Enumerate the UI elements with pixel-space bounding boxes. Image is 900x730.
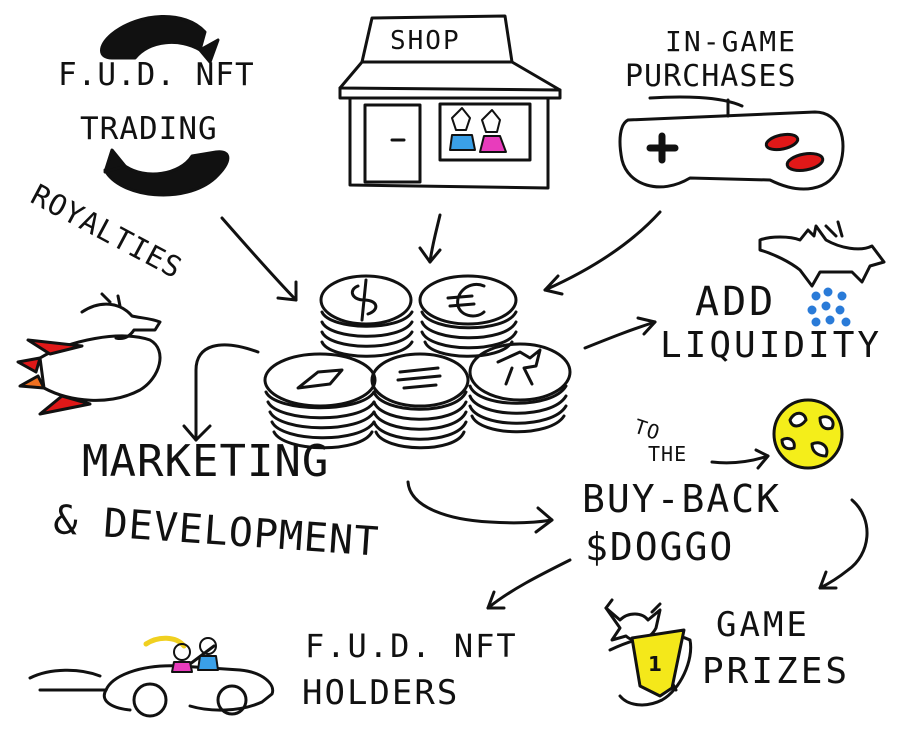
coin-stack-lines — [370, 352, 470, 450]
shop-label: SHOP — [390, 26, 461, 56]
coin-stack-dollar — [319, 274, 414, 358]
shop-icon — [338, 14, 562, 190]
game-controller-icon — [618, 95, 845, 191]
fud-nft-trading-label-line2: TRADING — [80, 111, 218, 147]
dog-icon — [758, 220, 886, 288]
arrow-buyback-to-prizes — [818, 498, 869, 590]
coin-stack-euro — [418, 274, 518, 358]
doggo-token-label: $DOGGO — [585, 525, 735, 569]
marketing-label: MARKETING — [82, 436, 330, 487]
fud-nft-trading-label-line1: F.U.D. NFT — [58, 57, 255, 93]
purchases-label: PURCHASES — [625, 59, 797, 94]
fud-nft-holders-label-line2: HOLDERS — [302, 673, 460, 713]
coin-stack-dog — [468, 342, 572, 434]
arrow-coins-to-marketing — [182, 343, 260, 442]
add-label: ADD — [695, 279, 777, 325]
arrow-to-the-moon — [710, 448, 770, 470]
fud-nft-holders-label-line1: F.U.D. NFT — [305, 627, 518, 665]
the-label: THE — [648, 442, 688, 466]
arrow-coins-to-liquidity — [583, 316, 657, 350]
convertible-car-icon — [28, 635, 275, 718]
medal-icon — [630, 628, 686, 698]
liquidity-label: LIQUIDITY — [660, 325, 883, 366]
medal-number: 1 — [648, 652, 662, 676]
car-passengers-icon — [143, 635, 219, 673]
arrow-coins-to-buyback — [406, 480, 554, 534]
shop-dogs-icon — [449, 107, 507, 153]
water-drops-icon — [807, 287, 851, 327]
arrow-trading-to-coins — [220, 216, 298, 302]
arrow-buyback-to-holders — [486, 558, 572, 610]
rocket-dog-icon — [16, 292, 162, 416]
in-game-label: IN-GAME — [665, 25, 798, 58]
buy-back-label: BUY-BACK — [582, 477, 782, 521]
moon-icon — [772, 398, 844, 470]
coin-stacks-icon — [263, 274, 572, 450]
game-label: GAME — [716, 605, 810, 645]
recycle-arrows-icon — [100, 15, 230, 197]
prizes-label: PRIZES — [702, 651, 851, 692]
arrow-shop-to-coins — [418, 213, 442, 264]
coin-stack-tag — [263, 352, 377, 450]
arrow-purchases-to-coins — [543, 210, 662, 296]
